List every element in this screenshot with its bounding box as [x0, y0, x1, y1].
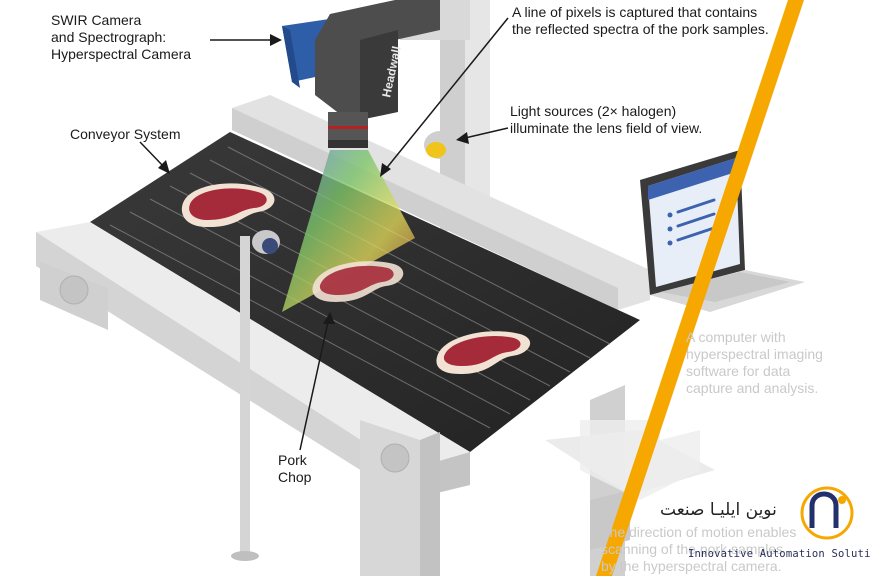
label-camera: SWIR Camera and Spectrograph: Hyperspect… [51, 12, 191, 63]
label-pork-line: Chop [278, 469, 312, 485]
label-light-sources: Light sources (2× halogen) illuminate th… [510, 103, 702, 137]
label-motion-line: The direction of motion enables [601, 524, 797, 540]
label-conveyor-line: Conveyor System [70, 126, 181, 142]
accent-stripe [596, 0, 804, 576]
company-logo-icon [800, 486, 854, 540]
pork-chop [181, 183, 275, 228]
label-computer-line: A computer with [686, 329, 786, 345]
label-computer-line: software for data [686, 363, 791, 379]
label-pixels-line: the reflected spectra of the pork sample… [512, 21, 769, 37]
company-name-fa: نوین ایلیـا صنعت [660, 500, 777, 520]
light-post-front [231, 230, 280, 561]
pork-chops [181, 183, 531, 374]
label-motion: The direction of motion enables scanning… [601, 524, 796, 575]
pork-chop [436, 331, 531, 374]
label-conveyor: Conveyor System [70, 126, 180, 143]
pork-chop [312, 261, 404, 302]
label-computer: A computer with hyperspectral imaging so… [686, 329, 823, 397]
label-computer-line: capture and analysis. [686, 380, 819, 396]
label-pixels-line: A line of pixels is captured that contai… [512, 4, 758, 20]
leader-lines [139, 17, 509, 451]
label-pork-chop: Pork Chop [278, 452, 311, 486]
label-camera-line: and Spectrograph: [51, 29, 167, 45]
company-tagline: Innovative Automation Solutions [688, 548, 870, 560]
spectral-beam [282, 150, 415, 312]
light-source-back [424, 131, 456, 159]
hyperspectral-camera: Headwall [282, 0, 440, 148]
label-motion-line: by the hyperspectral camera. [601, 558, 782, 574]
label-pork-line: Pork [278, 452, 307, 468]
label-pixels: A line of pixels is captured that contai… [512, 4, 769, 38]
label-motion-line: scanning of the pork samples [601, 541, 784, 557]
label-light-line: Light sources (2× halogen) [510, 103, 677, 119]
label-camera-line: Hyperspectral Camera [51, 46, 192, 62]
label-camera-line: SWIR Camera [51, 12, 142, 28]
label-light-line: illuminate the lens field of view. [510, 120, 703, 136]
leader-arrowheads [158, 34, 469, 324]
label-computer-line: hyperspectral imaging [686, 346, 823, 362]
